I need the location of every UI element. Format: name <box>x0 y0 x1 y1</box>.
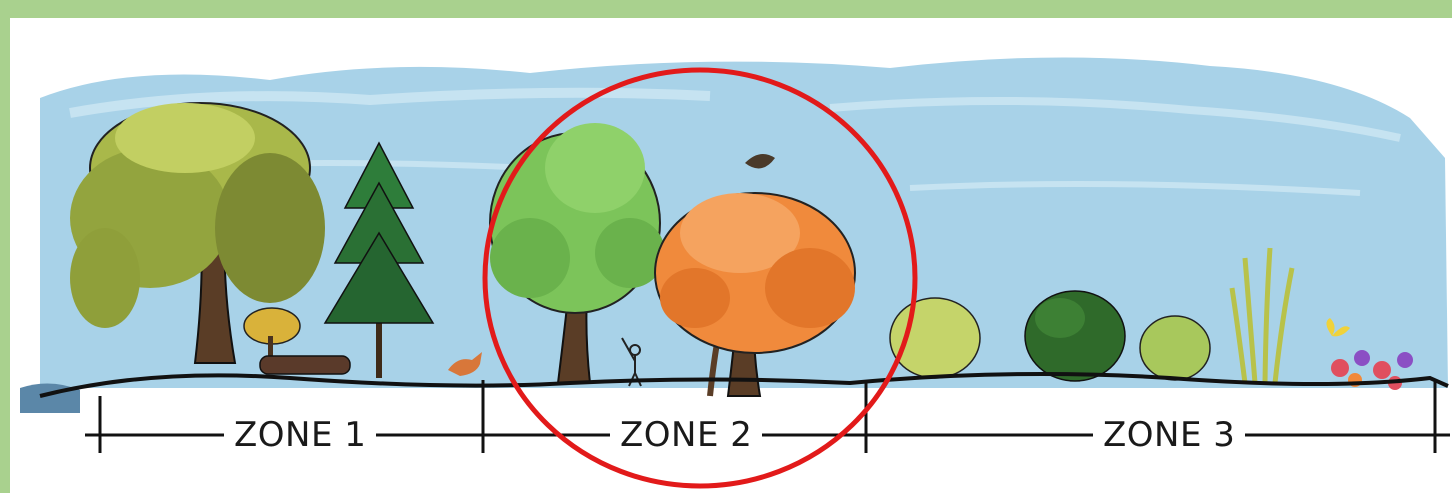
dark-bush-icon <box>1025 291 1125 381</box>
fallen-log-icon <box>260 356 350 374</box>
zone-3-label: ZONE 3 <box>1093 415 1245 455</box>
zone-1-label: ZONE 1 <box>224 415 376 455</box>
zone-2-label: ZONE 2 <box>610 415 762 455</box>
diagram-frame: ZONE 1 ZONE 2 ZONE 3 <box>10 18 1452 493</box>
